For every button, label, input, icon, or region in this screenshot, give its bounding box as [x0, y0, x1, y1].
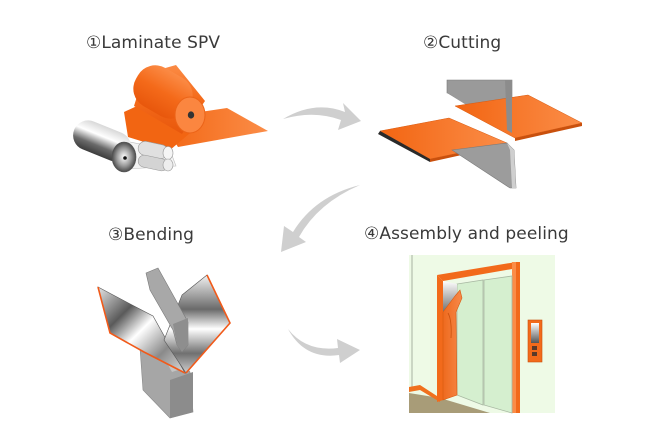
step-2-title: ②Cutting — [423, 33, 502, 53]
door-frame — [437, 262, 520, 413]
cutting-illustration — [378, 79, 583, 189]
pinch-roller-top — [137, 141, 174, 160]
flow-arrow-3-to-4 — [288, 329, 360, 363]
step-3-title: ③Bending — [108, 225, 195, 245]
door-right — [483, 275, 513, 414]
assembly-illustration — [409, 255, 555, 414]
floor — [409, 393, 490, 413]
film-roll — [133, 65, 206, 134]
peeling-film — [442, 289, 463, 401]
flow-arrow-2-to-3 — [281, 185, 360, 252]
pinch-roller-bottom — [137, 154, 174, 172]
lower-blade — [451, 142, 517, 189]
step-1-title: ①Laminate SPV — [86, 33, 221, 53]
steel-coil — [73, 120, 137, 173]
door-left — [456, 279, 484, 406]
bending-punch — [145, 267, 189, 353]
call-button-panel — [527, 319, 543, 363]
step-4-title: ④Assembly and peeling — [364, 224, 569, 244]
door-jamb-steel — [443, 281, 457, 312]
laminate-illustration — [73, 65, 268, 173]
flow-arrow-1-to-2 — [283, 103, 361, 130]
bending-illustration — [97, 267, 231, 419]
film-sheet-left — [124, 100, 196, 150]
